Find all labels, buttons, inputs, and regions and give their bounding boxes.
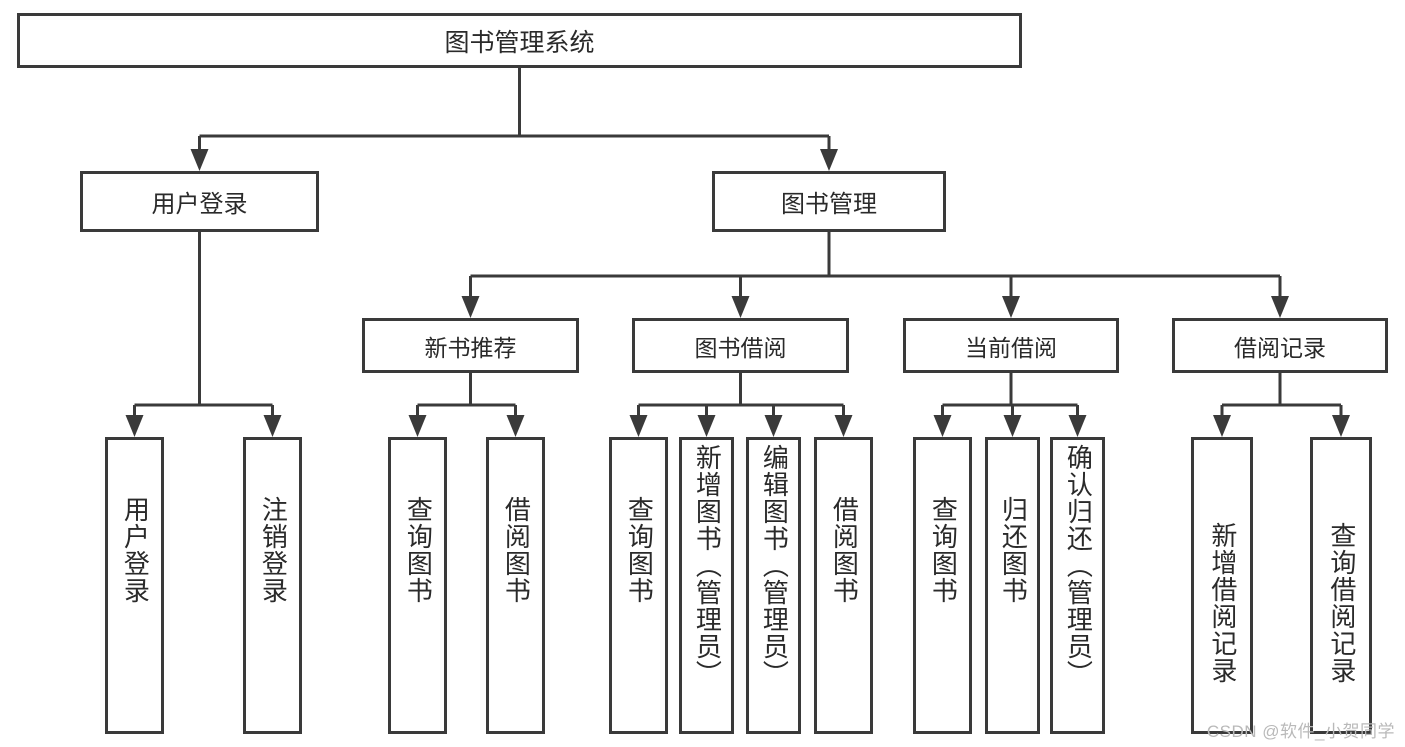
node-leaf-add-book-admin[interactable]: 新增图书（管理员）: [679, 437, 734, 734]
node-leaf-add-borrow-record-label: 新增借阅记录: [1207, 522, 1238, 684]
node-leaf-return-book[interactable]: 归还图书: [985, 437, 1040, 734]
node-leaf-user-logout[interactable]: 注销登录: [243, 437, 302, 734]
node-leaf-return-book-label: 归还图书: [998, 496, 1029, 604]
node-leaf-add-borrow-record[interactable]: 新增借阅记录: [1191, 437, 1253, 734]
node-leaf-query-book-3-label: 查询图书: [928, 496, 959, 604]
node-leaf-query-book-2-label: 查询图书: [624, 496, 655, 604]
node-book-borrow-label: 图书借阅: [694, 334, 787, 361]
node-leaf-borrow-book-2[interactable]: 借阅图书: [814, 437, 873, 734]
node-leaf-borrow-book-1-label: 借阅图书: [501, 496, 532, 604]
node-book-borrow[interactable]: 图书借阅: [632, 318, 849, 373]
node-leaf-user-logout-label: 注销登录: [258, 496, 289, 604]
node-root[interactable]: 图书管理系统: [17, 13, 1022, 68]
node-leaf-user-login-label: 用户登录: [120, 496, 151, 604]
watermark: CSDN @软件_小贺同学: [1206, 722, 1395, 741]
node-book-manage[interactable]: 图书管理: [712, 171, 946, 232]
node-leaf-query-book-2[interactable]: 查询图书: [609, 437, 668, 734]
node-root-label: 图书管理系统: [444, 28, 595, 57]
node-book-manage-label: 图书管理: [781, 191, 877, 218]
node-leaf-query-borrow-record-label: 查询借阅记录: [1326, 522, 1357, 684]
node-current-borrow[interactable]: 当前借阅: [903, 318, 1119, 373]
node-leaf-borrow-book-2-label: 借阅图书: [829, 496, 860, 604]
node-leaf-edit-book-admin[interactable]: 编辑图书（管理员）: [746, 437, 801, 734]
node-user-login-label: 用户登录: [151, 191, 248, 218]
node-new-book-recommend[interactable]: 新书推荐: [362, 318, 579, 373]
node-leaf-query-borrow-record[interactable]: 查询借阅记录: [1310, 437, 1372, 734]
node-new-book-recommend-label: 新书推荐: [424, 334, 517, 361]
node-borrow-record[interactable]: 借阅记录: [1172, 318, 1388, 373]
node-leaf-query-book-3[interactable]: 查询图书: [913, 437, 972, 734]
node-current-borrow-label: 当前借阅: [965, 334, 1057, 361]
node-leaf-borrow-book-1[interactable]: 借阅图书: [486, 437, 545, 734]
node-borrow-record-label: 借阅记录: [1234, 334, 1326, 361]
node-leaf-user-login[interactable]: 用户登录: [105, 437, 164, 734]
node-leaf-confirm-return-admin[interactable]: 确认归还（管理员）: [1050, 437, 1105, 734]
node-leaf-query-book-1-label: 查询图书: [403, 496, 434, 604]
node-leaf-query-book-1[interactable]: 查询图书: [388, 437, 447, 734]
node-leaf-edit-book-admin-label: 编辑图书（管理员）: [759, 444, 790, 687]
node-leaf-confirm-return-admin-label: 确认归还（管理员）: [1063, 444, 1094, 687]
node-leaf-add-book-admin-label: 新增图书（管理员）: [692, 444, 723, 687]
node-user-login[interactable]: 用户登录: [80, 171, 319, 232]
